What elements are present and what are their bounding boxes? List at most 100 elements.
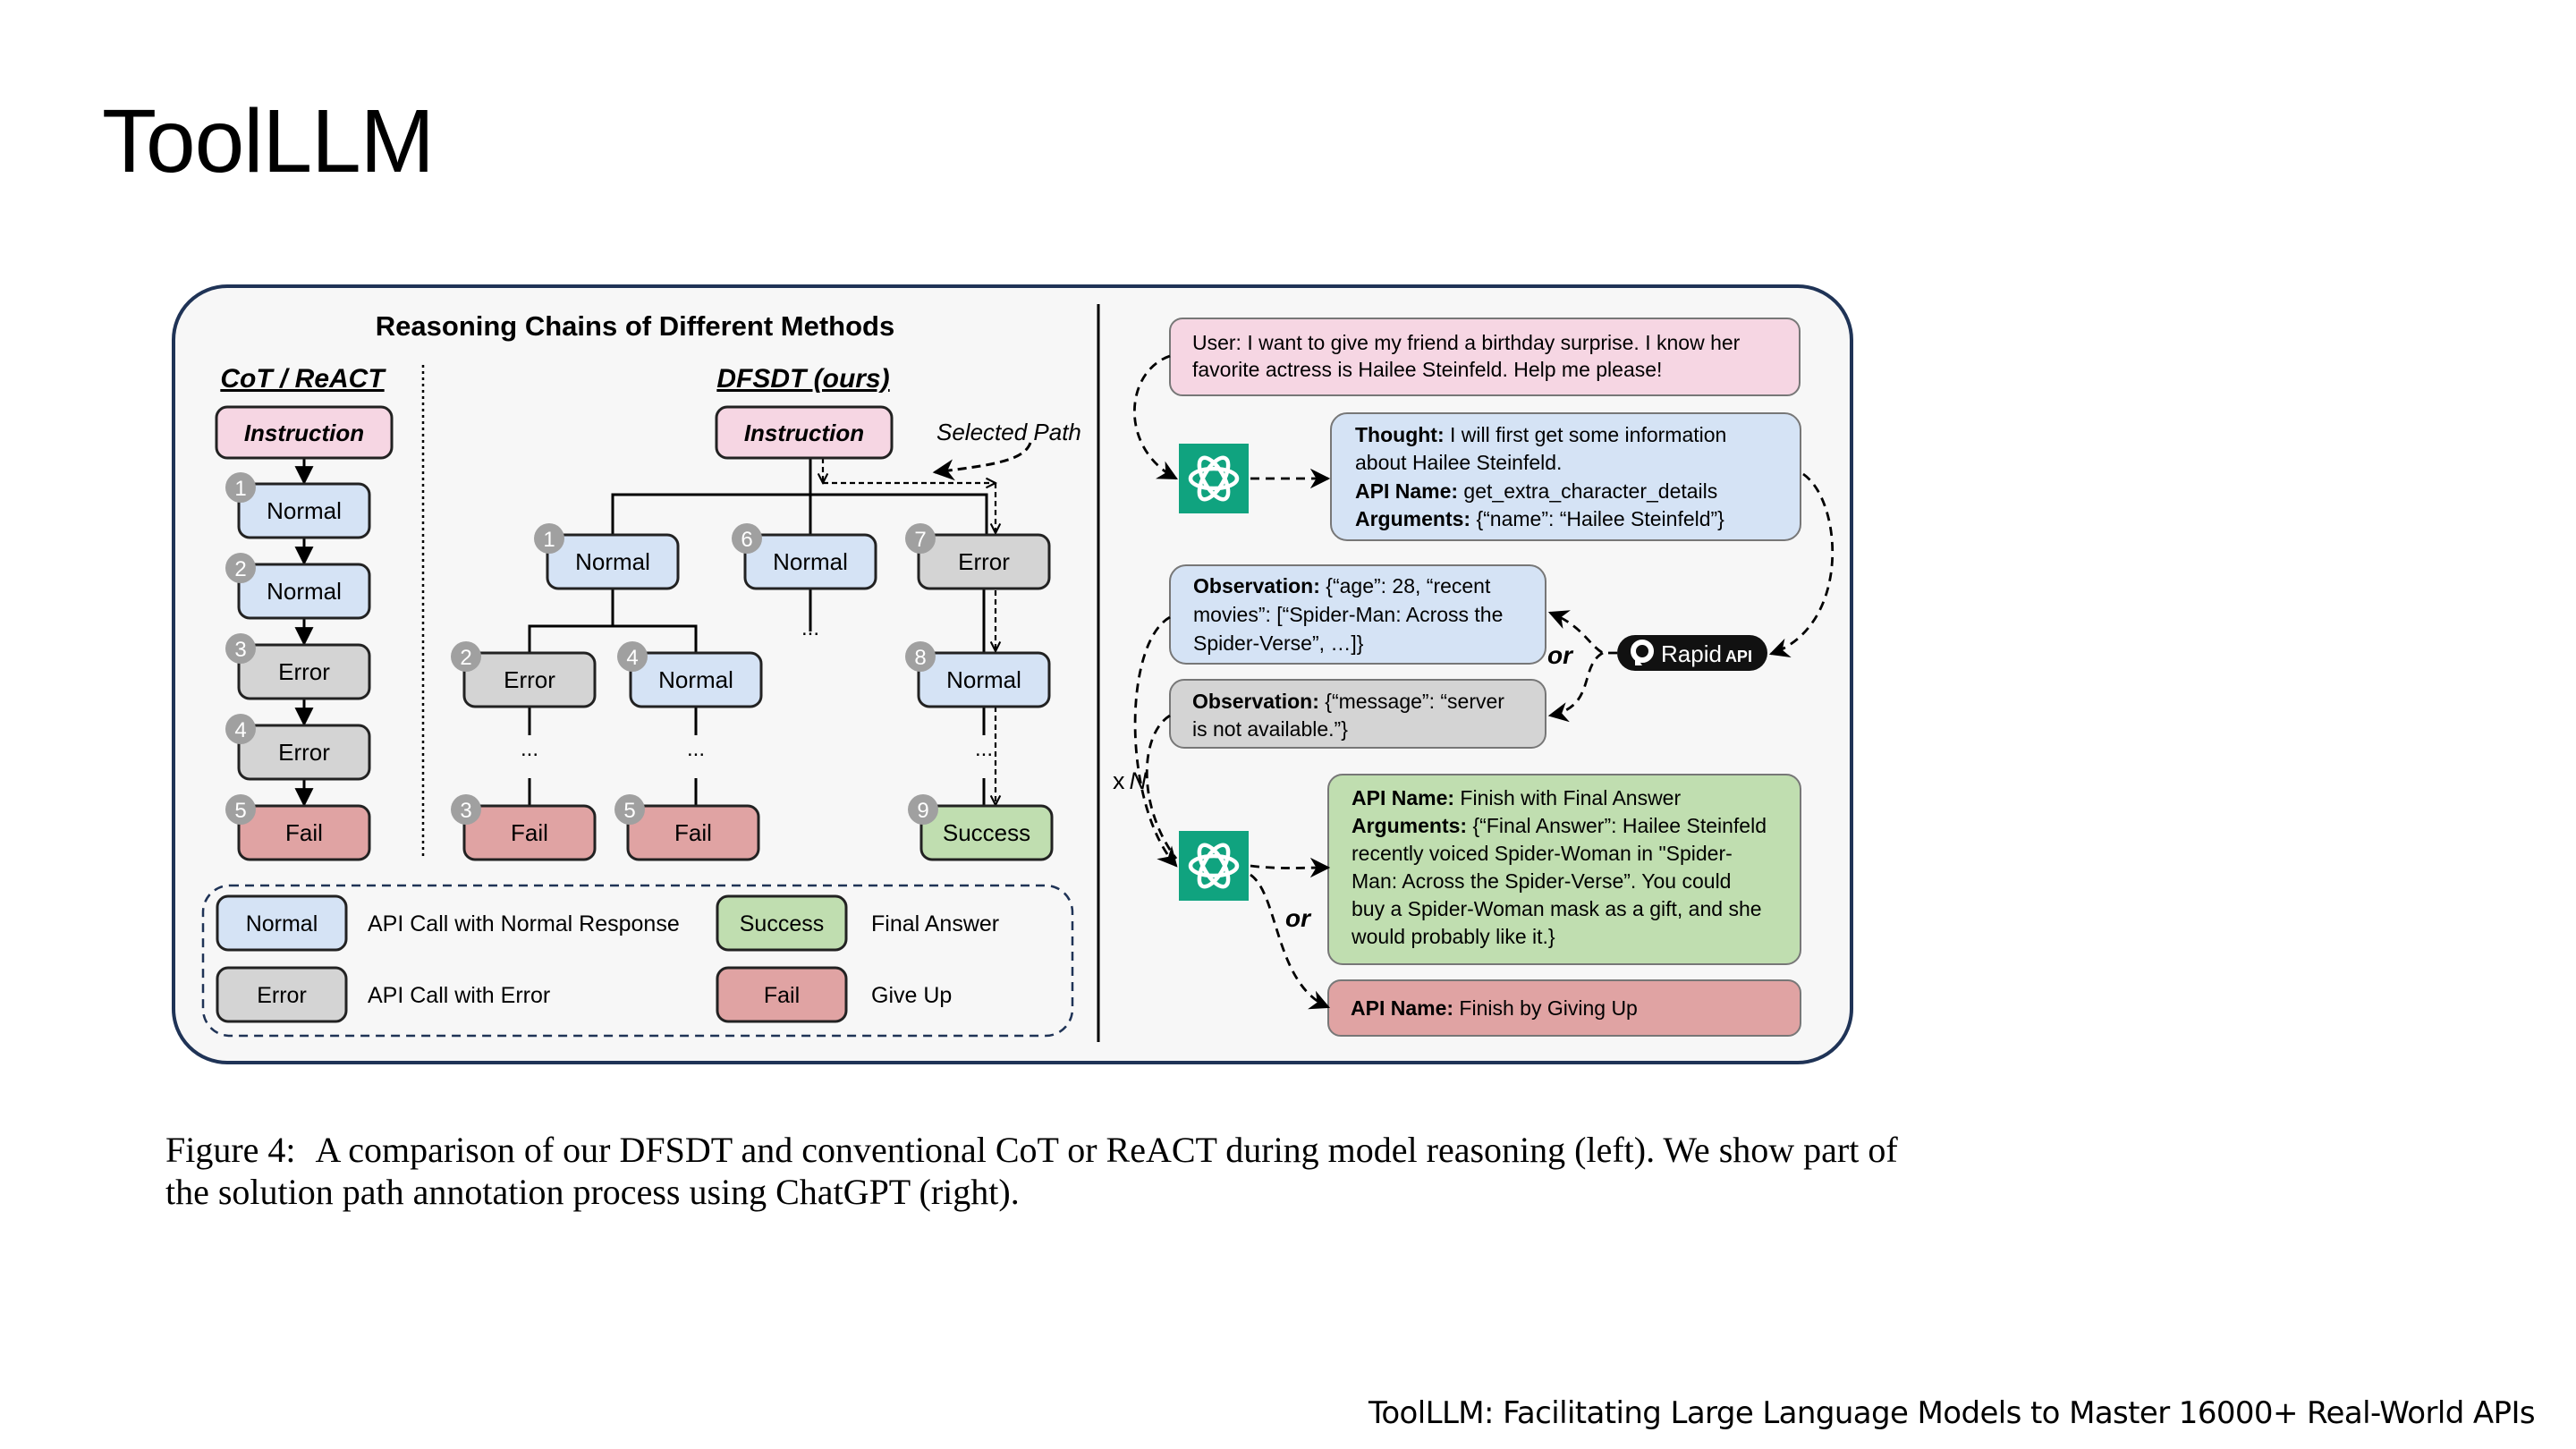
node-error: Error 3 xyxy=(225,633,371,700)
step-badge xyxy=(225,714,256,744)
legend-item: Error API Call with Error xyxy=(216,966,550,1023)
step-number: 3 xyxy=(234,638,246,662)
caption-text: A comparison of our DFSDT and convention… xyxy=(165,1130,1898,1212)
step-number: 5 xyxy=(234,799,246,823)
or-label-1: or xyxy=(1547,641,1574,669)
slide-footer: ToolLLM: Facilitating Large Language Mod… xyxy=(1368,1395,2536,1431)
cot-instruction-label: Instruction xyxy=(244,419,364,446)
step-badge xyxy=(451,794,481,825)
step-badge xyxy=(732,523,762,554)
figure-caption: Figure 4:A comparison of our DFSDT and c… xyxy=(165,1129,1910,1213)
final-args-line: Arguments: {“Final Answer”: Hailee Stein… xyxy=(1352,814,1767,837)
legend-description: API Call with Error xyxy=(368,983,550,1008)
node-label: Normal xyxy=(267,578,342,605)
legend-description: Final Answer xyxy=(871,911,999,936)
left-panel-title: Reasoning Chains of Different Methods xyxy=(376,310,894,342)
legend-swatch-label: Fail xyxy=(764,983,800,1008)
selected-path-label: Selected Path xyxy=(936,419,1081,445)
dfsdt-instruction-node: Instruction xyxy=(715,405,894,460)
dfsdt-heading: DFSDT (ours) xyxy=(716,364,889,394)
dfsdt-tree-lines xyxy=(528,458,988,809)
step-badge xyxy=(617,641,648,672)
legend-swatch-label: Normal xyxy=(246,911,318,936)
node-label: Normal xyxy=(658,666,733,693)
node-label: Error xyxy=(958,548,1010,575)
slide-title: ToolLLM xyxy=(102,91,435,191)
step-number: 1 xyxy=(543,528,555,552)
step-badge xyxy=(225,633,256,664)
step-badge xyxy=(225,794,256,825)
thought-api-line: API Name: get_extra_character_details xyxy=(1355,479,1717,503)
node-label: Fail xyxy=(285,819,323,846)
node-label: Error xyxy=(504,666,555,693)
caption-label: Figure 4: xyxy=(165,1130,296,1170)
thought-box: Thought: I will first get some informati… xyxy=(1330,412,1801,541)
cot-heading: CoT / ReACT xyxy=(220,364,386,394)
step-badge xyxy=(908,794,938,825)
user-message-line2: favorite actress is Hailee Steinfeld. He… xyxy=(1192,358,1662,381)
thought-line: Thought: I will first get some informati… xyxy=(1355,423,1726,446)
step-number: 4 xyxy=(626,646,638,670)
observation-success-box: Observation: {“age”: 28, “recent movies”… xyxy=(1169,564,1546,665)
thought-args-line: Arguments: {“name”: “Hailee Steinfeld”} xyxy=(1355,507,1724,530)
node-label: Normal xyxy=(267,497,342,524)
node-label: Success xyxy=(943,819,1030,846)
node-label: Fail xyxy=(674,819,712,846)
step-number: 9 xyxy=(917,799,928,823)
user-message-line1: User: I want to give my friend a birthda… xyxy=(1192,331,1741,354)
final-api-line: API Name: Finish with Final Answer xyxy=(1352,786,1681,809)
final-line-2: Man: Across the Spider-Verse”. You could xyxy=(1352,869,1731,893)
legend-item: Normal API Call with Normal Response xyxy=(216,894,680,952)
obs-err-line2: is not available.”} xyxy=(1192,717,1348,741)
flow-arrows xyxy=(1133,354,1835,1010)
chatgpt-logo-top xyxy=(1179,444,1249,513)
final-line-1: recently voiced Spider-Woman in "Spider- xyxy=(1352,842,1733,865)
obs-err-line1: Observation: {“message”: “server xyxy=(1192,690,1504,713)
thought-line-2: about Hailee Steinfeld. xyxy=(1355,451,1562,474)
step-badge xyxy=(614,794,645,825)
node-label: Normal xyxy=(773,548,848,575)
legend-box xyxy=(201,884,1074,1038)
step-number: 4 xyxy=(234,718,246,742)
node-normal: Normal 1 xyxy=(225,472,371,539)
node-success: Success 9 xyxy=(908,794,1054,861)
ellipsis-4: ... xyxy=(975,737,993,761)
or-label-2: or xyxy=(1285,904,1312,932)
step-number: 2 xyxy=(234,557,246,581)
final-line-4: would probably like it.} xyxy=(1351,925,1555,948)
final-answer-box: API Name: Finish with Final Answer Argum… xyxy=(1327,774,1801,965)
user-message-box: User: I want to give my friend a birthda… xyxy=(1169,318,1801,396)
observation-error-box: Observation: {“message”: “server is not … xyxy=(1169,679,1546,749)
step-number: 1 xyxy=(234,477,246,501)
step-badge xyxy=(451,641,481,672)
selected-path-arrows xyxy=(823,442,1032,805)
node-label: Error xyxy=(278,658,330,685)
chatgpt-logo-bottom xyxy=(1179,831,1249,901)
ellipsis-1: ... xyxy=(521,737,538,761)
node-label: Normal xyxy=(946,666,1021,693)
node-normal: Normal 2 xyxy=(225,553,371,620)
legend-description: API Call with Normal Response xyxy=(368,911,680,936)
give-up-box: API Name: Finish by Giving Up xyxy=(1327,979,1801,1037)
dfsdt-instruction-label: Instruction xyxy=(744,419,864,446)
step-badge xyxy=(905,523,936,554)
node-label: Fail xyxy=(511,819,548,846)
ellipsis-3: ... xyxy=(801,616,819,640)
legend-swatch-label: Error xyxy=(257,983,307,1008)
rapidapi-icon xyxy=(1631,640,1654,665)
step-badge xyxy=(225,472,256,503)
step-badge xyxy=(225,553,256,583)
step-badge xyxy=(534,523,564,554)
